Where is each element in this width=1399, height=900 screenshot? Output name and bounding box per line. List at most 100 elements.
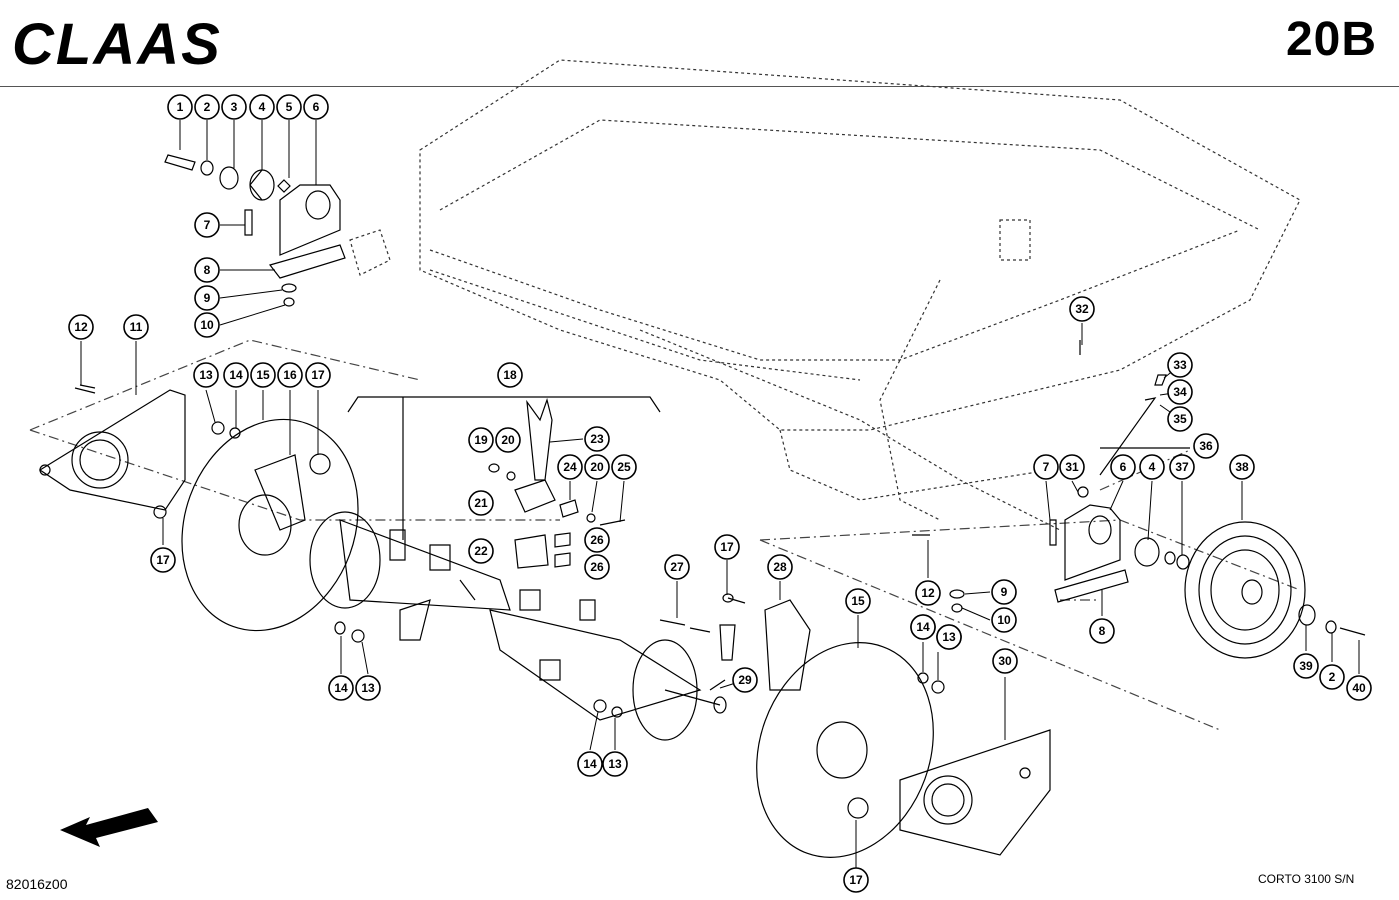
callout-10: 10	[194, 312, 220, 338]
svg-text:3: 3	[231, 100, 238, 114]
svg-text:5: 5	[286, 100, 293, 114]
callout-22: 22	[468, 538, 494, 564]
callout-4: 4	[249, 94, 275, 120]
callout-2: 2	[194, 94, 220, 120]
svg-text:18: 18	[503, 368, 517, 382]
svg-text:23: 23	[590, 432, 604, 446]
svg-text:27: 27	[670, 560, 684, 574]
callout-26: 26	[584, 554, 610, 580]
svg-text:13: 13	[361, 681, 375, 695]
svg-text:17: 17	[156, 553, 170, 567]
callout-5: 5	[276, 94, 302, 120]
callout-18: 18	[497, 362, 523, 388]
callout-6: 6	[303, 94, 329, 120]
svg-text:14: 14	[334, 681, 348, 695]
svg-text:37: 37	[1175, 460, 1189, 474]
callout-17: 17	[305, 362, 331, 388]
svg-text:8: 8	[204, 263, 211, 277]
callout-27: 27	[664, 554, 690, 580]
svg-text:6: 6	[313, 100, 320, 114]
svg-text:14: 14	[229, 368, 243, 382]
svg-text:8: 8	[1099, 624, 1106, 638]
callout-24: 24	[557, 454, 583, 480]
svg-text:20: 20	[590, 460, 604, 474]
svg-text:25: 25	[617, 460, 631, 474]
group-bracket-18	[347, 396, 661, 540]
callout-9: 9	[194, 285, 220, 311]
right-disc	[756, 599, 934, 858]
fastener-nuts	[79, 384, 945, 718]
svg-text:26: 26	[590, 560, 604, 574]
callout-14: 14	[577, 751, 603, 777]
svg-text:31: 31	[1065, 460, 1079, 474]
svg-text:10: 10	[200, 318, 214, 332]
svg-text:CLAAS: CLAAS	[12, 12, 222, 72]
callout-12: 12	[68, 314, 94, 340]
claas-logo: CLAAS	[12, 12, 222, 72]
svg-text:12: 12	[921, 586, 935, 600]
svg-text:39: 39	[1299, 659, 1313, 673]
callout-40: 40	[1346, 675, 1372, 701]
svg-text:7: 7	[204, 218, 211, 232]
callout-30: 30	[992, 648, 1018, 674]
callout-17: 17	[843, 867, 869, 893]
svg-text:9: 9	[204, 291, 211, 305]
callout-32: 32	[1069, 296, 1095, 322]
callout-15: 15	[845, 588, 871, 614]
svg-text:35: 35	[1173, 412, 1187, 426]
callout-38: 38	[1229, 454, 1255, 480]
callout-14: 14	[910, 614, 936, 640]
svg-text:16: 16	[283, 368, 297, 382]
callout-16: 16	[277, 362, 303, 388]
leader-lines	[80, 120, 1360, 880]
machine-model: CORTO 3100 S/N	[1258, 872, 1355, 886]
svg-text:17: 17	[849, 873, 863, 887]
svg-text:14: 14	[916, 620, 930, 634]
svg-text:4: 4	[259, 100, 266, 114]
upper-bearing-assembly	[164, 154, 346, 307]
callout-35: 35	[1167, 406, 1193, 432]
svg-text:19: 19	[474, 433, 488, 447]
callout-17: 17	[714, 534, 740, 560]
drawing-number: 82016z00	[6, 876, 68, 892]
callout-7: 7	[1033, 454, 1059, 480]
callout-33: 33	[1167, 352, 1193, 378]
svg-text:28: 28	[773, 560, 787, 574]
callout-3: 3	[221, 94, 247, 120]
svg-text:38: 38	[1235, 460, 1249, 474]
callout-21: 21	[468, 490, 494, 516]
callout-20: 20	[495, 427, 521, 453]
svg-text:13: 13	[942, 630, 956, 644]
svg-text:2: 2	[204, 100, 211, 114]
header-divider	[0, 86, 1399, 87]
callout-14: 14	[328, 675, 354, 701]
svg-text:2: 2	[1329, 670, 1336, 684]
svg-text:34: 34	[1173, 385, 1187, 399]
callout-1: 1	[167, 94, 193, 120]
callout-11: 11	[123, 314, 149, 340]
callout-9: 9	[991, 579, 1017, 605]
svg-text:33: 33	[1173, 358, 1187, 372]
callout-10: 10	[991, 607, 1017, 633]
callout-31: 31	[1059, 454, 1085, 480]
callout-12: 12	[915, 580, 941, 606]
svg-text:10: 10	[997, 613, 1011, 627]
right-bearing-assembly	[722, 340, 1366, 659]
callout-13: 13	[936, 624, 962, 650]
svg-text:13: 13	[199, 368, 213, 382]
callout-29: 29	[732, 667, 758, 693]
svg-text:26: 26	[590, 533, 604, 547]
machine-frame	[349, 59, 1301, 531]
callout-7: 7	[194, 212, 220, 238]
left-disc	[181, 418, 359, 632]
svg-text:13: 13	[608, 757, 622, 771]
callout-20: 20	[584, 454, 610, 480]
svg-text:1: 1	[177, 100, 184, 114]
svg-text:30: 30	[998, 654, 1012, 668]
callout-25: 25	[611, 454, 637, 480]
svg-text:15: 15	[256, 368, 270, 382]
svg-text:20: 20	[501, 433, 515, 447]
callout-19: 19	[468, 427, 494, 453]
